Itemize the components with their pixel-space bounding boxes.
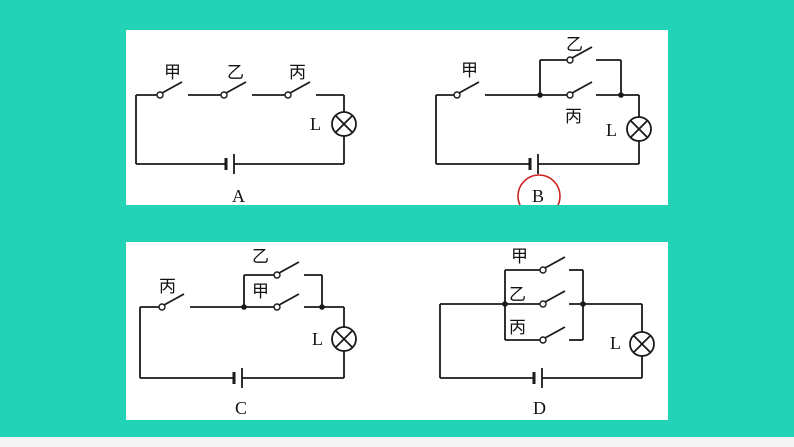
switch-a-3-label: 丙 <box>289 63 306 83</box>
lamp-d-label: L <box>610 333 621 353</box>
battery-b <box>528 154 539 174</box>
switch-d-3 <box>539 326 566 344</box>
circuit-d-caption: D <box>533 398 546 418</box>
lamp-b <box>626 116 652 142</box>
answer-highlight-circle <box>517 174 561 205</box>
circuit-panel-b: 丙 乙 甲 L C <box>126 242 668 420</box>
switch-a-1-label: 甲 <box>164 63 181 83</box>
switch-b-2 <box>566 46 593 64</box>
switch-b-2-label: 乙 <box>566 35 583 55</box>
switch-b-1 <box>453 81 480 99</box>
lamp-a <box>331 111 357 137</box>
switch-d-1 <box>539 256 566 274</box>
switch-a-1 <box>156 81 183 99</box>
battery-d <box>532 368 543 388</box>
switch-d-2-label: 乙 <box>509 285 526 305</box>
switch-c-1-label: 丙 <box>159 277 176 297</box>
lamp-c <box>331 326 357 352</box>
switch-c-3-label: 甲 <box>252 282 269 302</box>
lamp-d <box>629 331 655 357</box>
switch-c-2-label: 乙 <box>252 247 269 267</box>
lamp-c-label: L <box>312 329 323 349</box>
circuit-c-caption: C <box>235 398 247 418</box>
switch-d-2 <box>539 290 566 308</box>
battery-c <box>232 368 243 388</box>
lamp-a-label: L <box>310 114 321 134</box>
switch-d-3-label: 丙 <box>509 318 526 338</box>
battery-a <box>224 154 235 174</box>
switch-c-1 <box>158 293 185 311</box>
switch-b-3 <box>566 81 593 99</box>
switch-b-3-label: 丙 <box>565 107 582 127</box>
circuit-b: 甲 乙 丙 L B <box>435 35 652 205</box>
circuit-diagram-cd: 丙 乙 甲 L C <box>139 247 655 418</box>
switch-a-2-label: 乙 <box>227 63 244 83</box>
circuit-diagram-ab: 甲 乙 丙 L A <box>135 35 652 205</box>
circuit-c: 丙 乙 甲 L C <box>139 247 357 418</box>
switch-a-2 <box>220 81 247 99</box>
switch-d-1-label: 甲 <box>511 247 528 267</box>
switch-c-2 <box>273 261 300 279</box>
circuit-a-caption: A <box>232 186 245 205</box>
bottom-strip <box>0 437 794 447</box>
switch-a-3 <box>284 81 311 99</box>
circuit-b-caption: B <box>532 186 544 205</box>
circuit-a: 甲 乙 丙 L A <box>135 63 357 205</box>
switch-c-3 <box>273 293 300 311</box>
circuit-panel-a: 甲 乙 丙 L A <box>126 30 668 205</box>
switch-b-1-label: 甲 <box>461 61 478 81</box>
circuit-d: 甲 乙 丙 L D <box>439 247 655 418</box>
lamp-b-label: L <box>606 120 617 140</box>
